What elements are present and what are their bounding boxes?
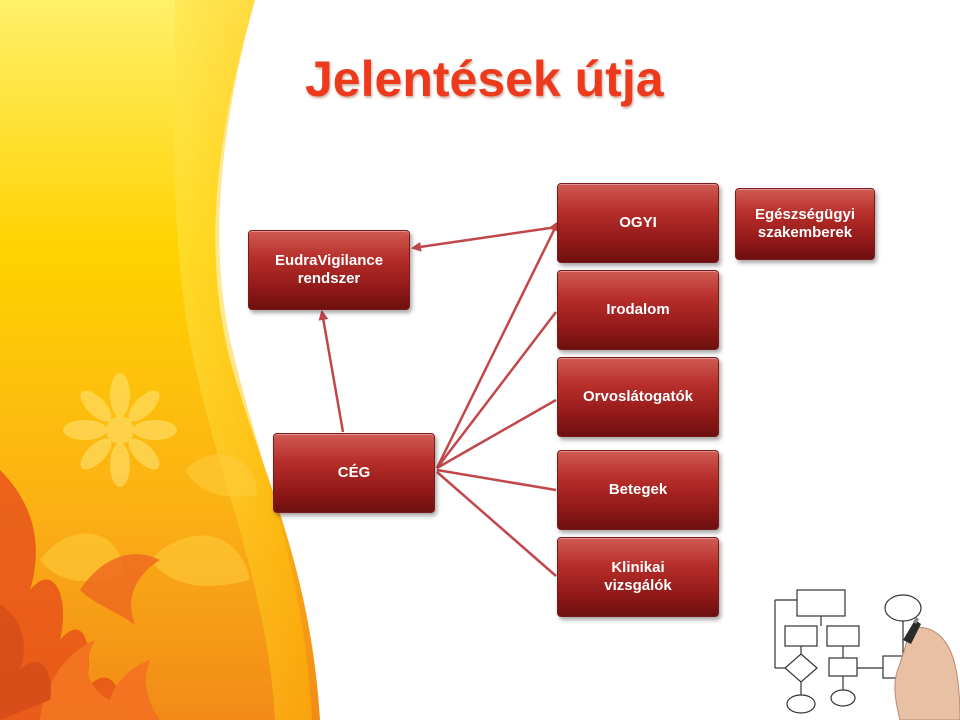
node-orvoslatogatok-label: Orvoslátogatók	[582, 388, 694, 405]
node-eudravigilance-line2: rendszer	[297, 270, 361, 287]
node-orvoslatogatok: Orvoslátogatók	[557, 357, 719, 437]
flowchart-oval-bottom-right	[830, 689, 856, 707]
flowchart-hand-illustration	[774, 589, 960, 720]
node-klinikai-vizsgalok: Klinikai vizsgálók	[557, 537, 719, 617]
node-klinikai-line1: Klinikai	[611, 559, 665, 576]
flame-decoration	[0, 470, 160, 720]
node-egeszsegugyi-szakemberek: Egészségügyi szakemberek	[735, 188, 875, 260]
node-betegek: Betegek	[557, 450, 719, 530]
node-irodalom: Irodalom	[557, 270, 719, 350]
node-ceg: CÉG	[273, 433, 435, 513]
flowchart-oval-bottom	[786, 694, 816, 714]
flower-decoration	[63, 373, 177, 487]
node-eudravigilance: EudraVigilance rendszer	[248, 230, 410, 310]
hand-icon	[894, 617, 960, 720]
flowchart-oval-right	[884, 594, 922, 622]
node-ogyi-label: OGYI	[619, 214, 657, 231]
node-klinikai-line2: vizsgálók	[604, 577, 672, 594]
flowchart-box-top	[796, 589, 846, 617]
flowchart-box-mid-left	[784, 625, 818, 647]
node-irodalom-label: Irodalom	[606, 301, 670, 318]
node-betegek-label: Betegek	[608, 481, 668, 498]
node-ogyi: OGYI	[557, 183, 719, 263]
node-eudravigilance-line1: EudraVigilance	[274, 252, 384, 269]
node-egeszsegugyi-line1: Egészségügyi	[754, 206, 856, 223]
flowchart-diamond	[784, 653, 818, 683]
slide-title: Jelentések útja	[305, 51, 664, 107]
flowchart-box-bottom	[828, 657, 858, 677]
background-swoosh	[174, 0, 312, 720]
leaf-decoration	[40, 454, 258, 586]
node-egeszsegugyi-line2: szakemberek	[757, 224, 853, 241]
node-ceg-label: CÉG	[337, 464, 371, 481]
flowchart-box-mid-right	[826, 625, 860, 647]
